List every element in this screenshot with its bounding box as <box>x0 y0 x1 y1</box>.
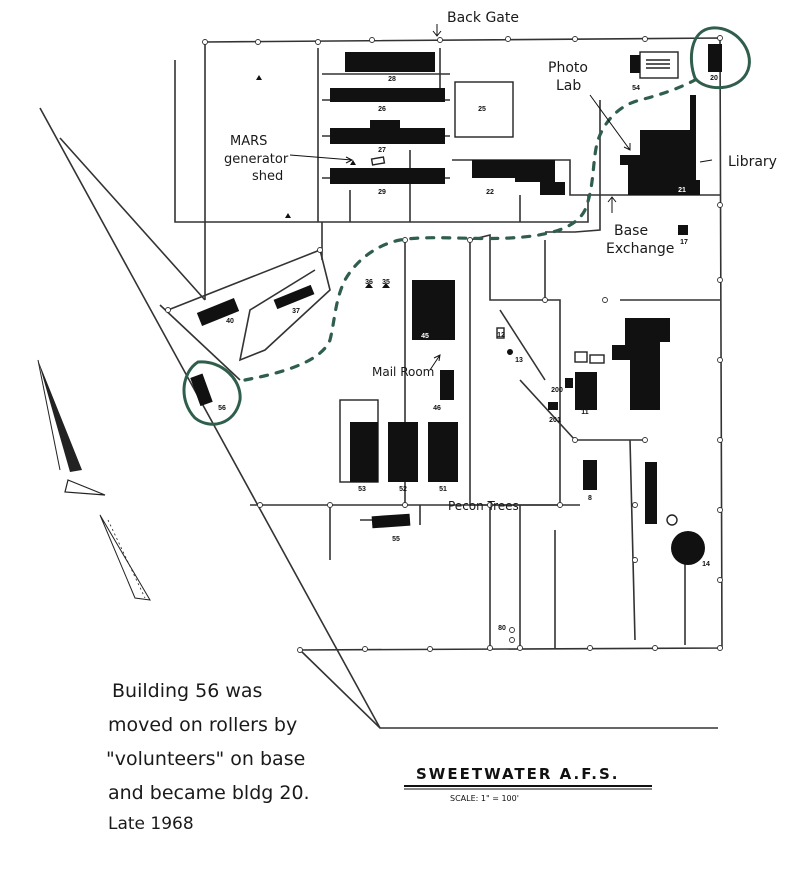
building-7: 7 <box>645 462 662 524</box>
map-title-block: SWEETWATER A.F.S. SCALE: 1" = 100' <box>404 765 652 803</box>
svg-text:Back Gate: Back Gate <box>447 10 519 26</box>
svg-text:22: 22 <box>486 189 494 196</box>
svg-text:52: 52 <box>399 486 407 493</box>
svg-text:shed: shed <box>252 169 283 184</box>
building-40: 40 <box>196 298 240 326</box>
building-45: 45 <box>412 280 455 340</box>
building-28: 28 <box>345 52 435 83</box>
building-80: 80 <box>498 625 506 632</box>
building-35: 35 <box>382 279 390 288</box>
label-base-exchange: Base Exchange <box>606 223 674 257</box>
building-27: 27 <box>330 120 445 154</box>
building-56: 56 <box>190 373 226 412</box>
label-mail-room: Mail Room <box>372 365 434 379</box>
building-37: 37 <box>273 284 315 315</box>
building-46: 46 <box>433 370 454 412</box>
label-photo-lab: Photo Lab <box>548 60 588 94</box>
svg-text:40: 40 <box>226 318 234 325</box>
label-library: Library <box>728 154 777 170</box>
svg-text:MARS: MARS <box>230 134 267 149</box>
svg-text:27: 27 <box>378 147 386 154</box>
svg-text:56: 56 <box>218 405 226 412</box>
building-25: 25 <box>454 81 514 138</box>
svg-text:moved on rollers by: moved on rollers by <box>108 714 297 736</box>
label-pecan-trees: Pecon Trees <box>448 499 519 513</box>
svg-text:14: 14 <box>702 561 710 568</box>
map-title: SWEETWATER A.F.S. <box>416 765 619 783</box>
svg-text:17: 17 <box>680 239 688 246</box>
label-back-gate: Back Gate <box>447 10 519 26</box>
svg-text:7: 7 <box>658 497 662 504</box>
svg-text:12: 12 <box>497 332 505 339</box>
building-17: 17 <box>678 225 688 246</box>
svg-text:29: 29 <box>378 189 386 196</box>
svg-text:10: 10 <box>614 397 622 404</box>
svg-text:55: 55 <box>392 536 400 543</box>
building-52: 52 <box>388 422 418 493</box>
svg-text:Photo: Photo <box>548 60 588 76</box>
mars-generator-shed <box>370 156 386 166</box>
building-13: 13 <box>507 349 523 364</box>
fence-posts <box>165 35 723 653</box>
svg-text:45: 45 <box>421 333 429 340</box>
svg-text:Late 1968: Late 1968 <box>108 814 194 834</box>
svg-text:21: 21 <box>678 187 686 194</box>
svg-text:200: 200 <box>551 387 563 394</box>
svg-text:Lab: Lab <box>556 78 581 94</box>
building-29: 29 <box>330 168 445 196</box>
building-51: 51 <box>428 422 458 493</box>
svg-text:Mail Room: Mail Room <box>372 365 434 379</box>
svg-text:generator: generator <box>224 152 289 167</box>
svg-text:37: 37 <box>292 308 300 315</box>
building-10: 10 <box>612 318 670 410</box>
svg-text:25: 25 <box>478 106 486 113</box>
building-201: 201 <box>548 402 561 424</box>
relocation-route <box>182 26 751 426</box>
svg-text:"volunteers" on base: "volunteers" on base <box>106 748 305 770</box>
building-55: 55 <box>371 513 411 543</box>
svg-text:80: 80 <box>498 625 506 632</box>
building-8: 8 <box>583 460 597 502</box>
north-arrow-icon <box>37 359 151 601</box>
building-14: 14 <box>666 514 710 568</box>
building-200: 200 <box>551 378 573 394</box>
relocation-note: Building 56 was moved on rollers by "vol… <box>106 680 310 834</box>
perimeter-fence <box>39 37 723 729</box>
svg-text:26: 26 <box>378 106 386 113</box>
building-20: 20 <box>708 44 722 82</box>
building-12: 12 <box>496 327 505 339</box>
svg-text:13: 13 <box>515 357 523 364</box>
svg-text:46: 46 <box>433 405 441 412</box>
building-54: 54 <box>630 51 679 92</box>
svg-text:54: 54 <box>632 85 640 92</box>
svg-text:201: 201 <box>549 417 561 424</box>
building-26: 26 <box>330 88 445 113</box>
svg-text:36: 36 <box>365 279 373 286</box>
svg-text:Building 56 was: Building 56 was <box>112 680 262 702</box>
svg-text:8: 8 <box>588 495 592 502</box>
svg-text:Base: Base <box>614 223 648 239</box>
building-53: 53 <box>339 399 379 493</box>
annotation-arrows <box>289 24 713 371</box>
svg-text:Exchange: Exchange <box>606 241 674 257</box>
map-scale: SCALE: 1" = 100' <box>450 794 519 803</box>
svg-text:20: 20 <box>710 75 718 82</box>
svg-text:35: 35 <box>382 279 390 286</box>
building-21: 21 <box>620 95 700 195</box>
tree-icon <box>256 75 356 218</box>
building-11: 11 <box>574 351 605 416</box>
building-22: 22 <box>472 160 565 196</box>
svg-text:51: 51 <box>439 486 447 493</box>
svg-text:Pecon Trees: Pecon Trees <box>448 499 519 513</box>
label-mars-shed: MARS generator shed <box>224 134 289 184</box>
svg-text:11: 11 <box>581 409 589 416</box>
svg-text:28: 28 <box>388 76 396 83</box>
svg-text:and became bldg 20.: and became bldg 20. <box>108 782 310 804</box>
svg-text:Library: Library <box>728 154 777 170</box>
building-36: 36 <box>365 279 373 288</box>
svg-text:53: 53 <box>358 486 366 493</box>
